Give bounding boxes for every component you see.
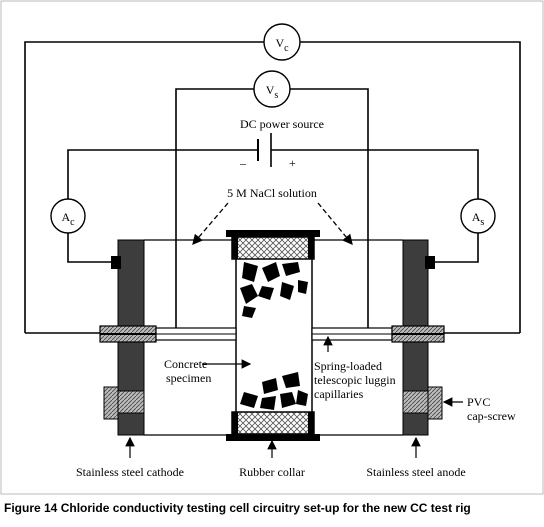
aggregate-top bbox=[240, 262, 308, 318]
pvc-cap-screw-left bbox=[103, 386, 145, 420]
figure-border bbox=[0, 0, 544, 495]
anode-label: Stainless steel anode bbox=[366, 465, 465, 479]
aggregate-bottom bbox=[240, 372, 308, 410]
annotation-arrows bbox=[125, 335, 463, 458]
rubber-collar-bottom bbox=[226, 411, 320, 441]
ac-sub: c bbox=[70, 217, 75, 228]
figure-caption: Figure 14 Chloride conductivity testing … bbox=[4, 501, 471, 515]
caption-text: Chloride conductivity testing cell circu… bbox=[57, 501, 470, 515]
solution-label: 5 M NaCl solution bbox=[227, 186, 317, 200]
plus-sign: + bbox=[289, 156, 296, 170]
luggin-capillary-right bbox=[311, 325, 445, 343]
cathode-label: Stainless steel cathode bbox=[76, 465, 184, 479]
pvc-label-2: cap-screw bbox=[467, 409, 516, 423]
svg-text:Vc: Vc bbox=[275, 36, 289, 54]
vs-sub: s bbox=[274, 90, 278, 101]
as-base: A bbox=[472, 210, 481, 224]
vc-sub: c bbox=[284, 43, 289, 54]
pvc-cap-screw-right bbox=[402, 386, 443, 420]
luggin-capillary-left bbox=[99, 325, 237, 343]
ammeter-as: As bbox=[460, 198, 496, 234]
caption-prefix: Figure 14 bbox=[4, 501, 58, 515]
minus-sign: – bbox=[239, 156, 247, 170]
voltmeter-vc: Vc bbox=[263, 23, 301, 61]
svg-text:As: As bbox=[472, 210, 485, 228]
luggin-label-2: telescopic luggin bbox=[314, 373, 396, 387]
svg-text:Ac: Ac bbox=[61, 210, 75, 228]
battery-symbol bbox=[257, 133, 272, 167]
luggin-label-3: capillaries bbox=[314, 387, 364, 401]
as-sub: s bbox=[480, 217, 484, 228]
rubber-collar-top bbox=[226, 230, 320, 260]
svg-text:Vs: Vs bbox=[266, 83, 279, 101]
ammeter-ac: Ac bbox=[50, 198, 86, 234]
solution-arrows bbox=[192, 202, 353, 246]
cathode-contact bbox=[111, 256, 121, 269]
vc-base: V bbox=[275, 36, 284, 50]
ac-base: A bbox=[61, 210, 70, 224]
solution-chambers bbox=[144, 239, 403, 436]
concrete-label-1: Concrete bbox=[164, 357, 207, 371]
collar-label: Rubber collar bbox=[239, 465, 305, 479]
pvc-label-1: PVC bbox=[467, 395, 490, 409]
luggin-label-1: Spring-loaded bbox=[314, 359, 382, 373]
circuit-wires bbox=[24, 41, 521, 334]
anode-contact bbox=[425, 256, 435, 269]
power-source-label: DC power source bbox=[240, 117, 324, 131]
vs-base: V bbox=[266, 83, 275, 97]
voltmeter-vs: Vs bbox=[253, 70, 291, 108]
concrete-label-2: specimen bbox=[166, 371, 211, 385]
